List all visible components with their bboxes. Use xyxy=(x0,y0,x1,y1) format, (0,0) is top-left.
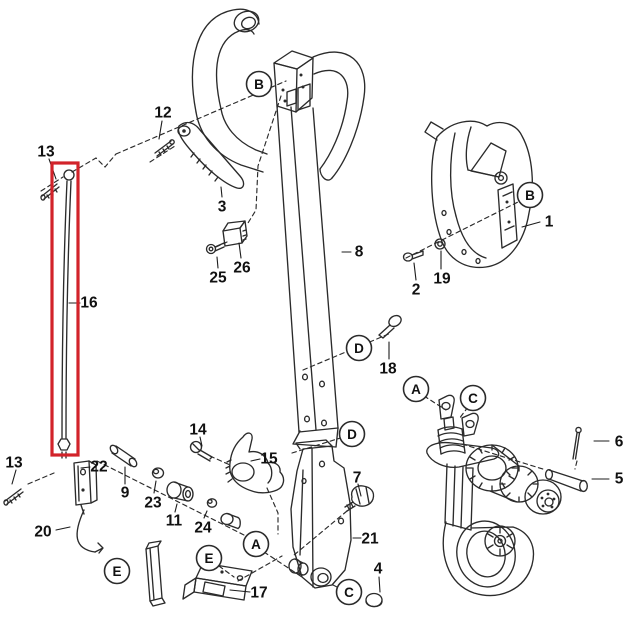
svg-text:D: D xyxy=(347,427,357,442)
callout-a-6: A xyxy=(242,530,270,558)
part-label-16: 16 xyxy=(80,295,98,312)
part-label-20: 20 xyxy=(34,524,51,541)
bushing-11 xyxy=(166,481,194,502)
part-label-2: 2 xyxy=(412,282,421,299)
callout-a-4: A xyxy=(402,375,430,403)
tiller-arm xyxy=(276,105,339,448)
part-label-24: 24 xyxy=(194,520,212,537)
svg-text:B: B xyxy=(254,77,264,92)
part-label-9: 9 xyxy=(121,485,130,502)
part-label-21: 21 xyxy=(361,531,379,548)
part-label-12: 12 xyxy=(154,105,171,122)
hand-lever xyxy=(177,121,245,190)
svg-text:B: B xyxy=(525,188,535,203)
part-label-8: 8 xyxy=(355,244,364,261)
part-label-22: 22 xyxy=(90,459,107,476)
bracket-22 xyxy=(73,460,98,515)
flat-strip xyxy=(145,540,166,607)
svg-text:D: D xyxy=(354,341,364,356)
svg-text:A: A xyxy=(411,382,421,397)
svg-text:C: C xyxy=(468,391,478,406)
part-label-6: 6 xyxy=(615,434,624,451)
part-label-3: 3 xyxy=(218,199,227,216)
handlebar-left-grip xyxy=(191,8,268,173)
highlight-box-part-16 xyxy=(50,161,80,457)
cap-4 xyxy=(365,592,383,608)
part-label-17: 17 xyxy=(250,585,267,602)
bolt-2 xyxy=(402,250,424,262)
fork-plate-21 xyxy=(288,439,352,589)
cotter-pin-6 xyxy=(572,426,582,460)
part-label-19: 19 xyxy=(433,271,451,288)
bolt-7 xyxy=(344,485,375,512)
block-26 xyxy=(222,220,248,247)
pin-13-top xyxy=(40,183,60,201)
part-label-25: 25 xyxy=(209,270,227,287)
part-label-13: 13 xyxy=(5,455,23,472)
callout-e-8: E xyxy=(103,557,131,585)
bushing-23 xyxy=(151,467,165,479)
pin-12 xyxy=(154,139,175,157)
part-label-18: 18 xyxy=(379,361,397,378)
svg-text:E: E xyxy=(112,564,121,579)
brake-rod xyxy=(57,169,75,459)
motor-housing xyxy=(424,120,533,269)
switch-box xyxy=(273,50,314,113)
cam-lever-15 xyxy=(225,432,285,494)
bushing-24 xyxy=(206,498,218,508)
part-label-1: 1 xyxy=(545,214,554,231)
pump-wheel-unit xyxy=(426,394,562,597)
part-label-4: 4 xyxy=(374,561,383,578)
callout-d-2: D xyxy=(345,334,373,362)
part-label-23: 23 xyxy=(144,495,162,512)
bolt-25 xyxy=(205,242,225,255)
svg-text:C: C xyxy=(344,585,354,600)
part-label-11: 11 xyxy=(166,513,183,530)
part-label-14: 14 xyxy=(189,422,207,439)
bolt-18 xyxy=(378,314,402,339)
part-label-5: 5 xyxy=(615,471,624,488)
callout-c-5: C xyxy=(459,384,487,412)
callout-e-7: E xyxy=(195,544,223,572)
pin-13-bottom xyxy=(3,488,24,506)
pin-9 xyxy=(109,444,138,468)
callout-b-0: B xyxy=(245,70,273,98)
svg-text:A: A xyxy=(251,537,261,552)
cable-20 xyxy=(76,509,104,554)
part-label-13: 13 xyxy=(37,144,55,161)
clevis-pin-5 xyxy=(544,469,588,493)
handlebar-right-grip xyxy=(312,51,366,181)
callout-c-9: C xyxy=(335,578,363,606)
part-label-15: 15 xyxy=(260,451,278,468)
callout-d-3: D xyxy=(338,420,366,448)
svg-text:E: E xyxy=(204,551,213,566)
bracket-17 xyxy=(182,562,253,601)
bushing-small xyxy=(220,512,241,530)
callout-b-1: B xyxy=(516,181,544,209)
part-label-26: 26 xyxy=(233,260,251,277)
part-label-7: 7 xyxy=(353,470,362,487)
